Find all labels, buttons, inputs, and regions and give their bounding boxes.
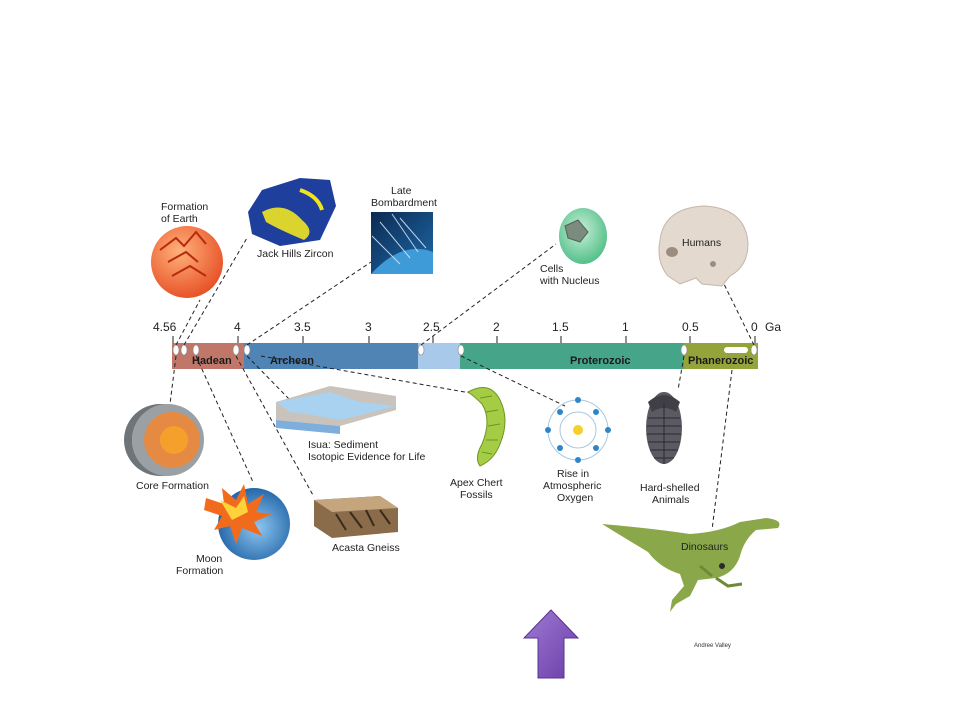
timeline-tick-labels: 4.56 4 3.5 3 2.5 2 1.5 1 0.5 0 Ga <box>153 320 781 334</box>
label-moon-2: Formation <box>176 565 223 577</box>
label-isua-1: Isua: Sediment <box>308 439 378 451</box>
label-hard-shelled-1: Hard-shelled <box>640 482 700 494</box>
timeline-unit: Ga <box>765 320 781 334</box>
timeline-ticks <box>172 336 756 343</box>
zircon-crystal-icon <box>248 178 336 246</box>
label-core-formation: Core Formation <box>136 480 209 492</box>
label-cells-2: with Nucleus <box>539 275 600 287</box>
tick-label: 3.5 <box>294 320 311 334</box>
oxygen-atom-icon <box>545 397 611 463</box>
up-arrow-icon[interactable] <box>522 609 580 679</box>
label-formation-of-earth-1: Formation <box>161 201 208 213</box>
tick-label: 4.56 <box>153 320 177 334</box>
earth-formation-icon <box>151 226 223 298</box>
bombardment-icon <box>371 212 433 274</box>
cell-nucleus-icon <box>559 208 607 264</box>
label-oxygen-2: Atmospheric <box>543 480 601 492</box>
tick-label: 2.5 <box>423 320 440 334</box>
dinosaur-icon <box>602 518 780 612</box>
label-acasta-gneiss: Acasta Gneiss <box>332 542 400 554</box>
timeline-bar: Hadean Archean Proterozoic Phanerozoic <box>172 343 758 369</box>
eon-label-hadean: Hadean <box>192 355 232 367</box>
apex-chert-fossil-icon <box>467 387 506 467</box>
label-hard-shelled-2: Animals <box>652 494 689 506</box>
isua-sediment-icon <box>276 386 396 434</box>
tick-label: 0 <box>751 320 758 334</box>
label-jack-hills-zircon: Jack Hills Zircon <box>257 248 334 260</box>
label-oxygen-1: Rise in <box>557 468 589 480</box>
tick-label: 2 <box>493 320 500 334</box>
eon-label-phanerozoic: Phanerozoic <box>688 355 753 367</box>
archean-segment <box>244 343 418 369</box>
moon-formation-icon <box>204 484 290 560</box>
tick-label: 4 <box>234 320 241 334</box>
tick-label: 0.5 <box>682 320 699 334</box>
tick-label: 3 <box>365 320 372 334</box>
connector-lines <box>169 237 755 531</box>
label-oxygen-3: Oxygen <box>557 492 593 504</box>
tick-label: 1.5 <box>552 320 569 334</box>
label-late-bombardment-1: Late <box>391 185 412 197</box>
credit-label: Andree Valley <box>694 643 731 649</box>
archean-late-segment <box>418 343 460 369</box>
label-formation-of-earth-2: of Earth <box>161 213 198 225</box>
label-apex-chert-1: Apex Chert <box>450 477 503 489</box>
label-moon-1: Moon <box>196 553 222 565</box>
trilobite-icon <box>646 392 682 464</box>
event-pins <box>172 344 758 356</box>
proterozoic-segment <box>460 343 684 369</box>
human-skull-icon <box>658 205 749 287</box>
acasta-gneiss-icon <box>314 496 398 538</box>
core-formation-icon <box>124 404 204 476</box>
label-apex-chert-2: Fossils <box>460 489 493 501</box>
eon-label-proterozoic: Proterozoic <box>570 355 631 367</box>
label-isua-2: Isotopic Evidence for Life <box>308 451 425 463</box>
label-cells-1: Cells <box>540 263 563 275</box>
label-late-bombardment-2: Bombardment <box>371 197 437 209</box>
tick-label: 1 <box>622 320 629 334</box>
label-dinosaurs: Dinosaurs <box>681 541 728 553</box>
label-humans: Humans <box>682 237 721 249</box>
